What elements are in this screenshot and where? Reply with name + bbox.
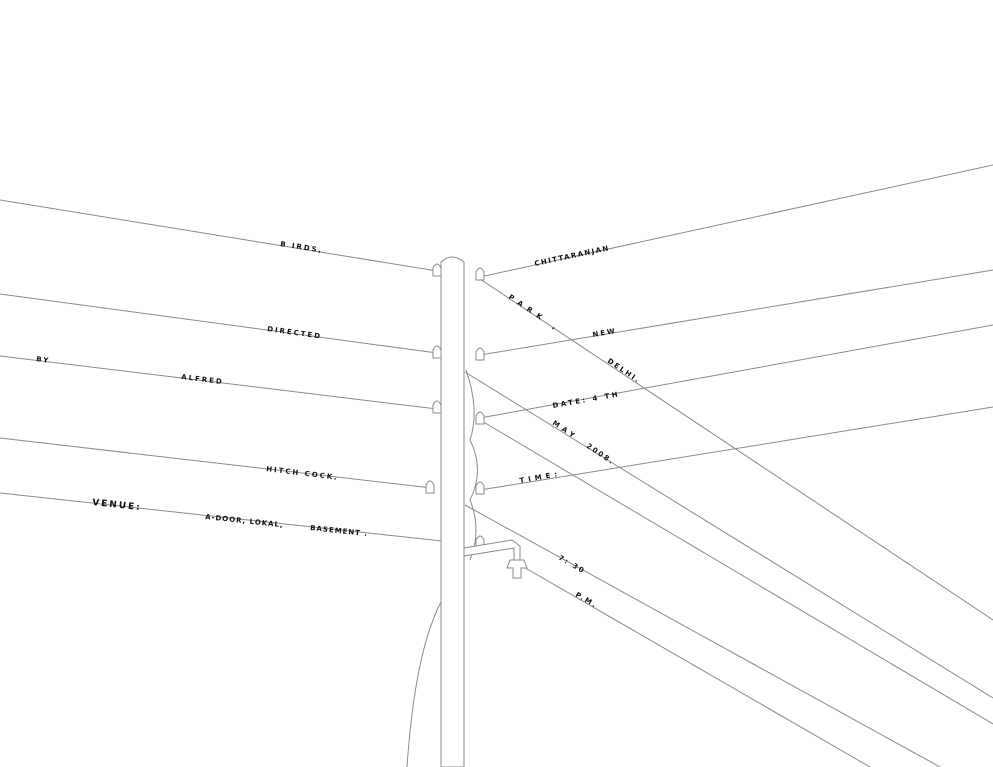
wires	[0, 164, 993, 767]
basement-word: BASEMENT .	[310, 524, 369, 538]
new-word: NEW	[592, 327, 617, 339]
by-word: BY	[36, 355, 51, 365]
wire-left-2	[0, 293, 438, 354]
wire-diag-4	[464, 504, 941, 767]
year-word: 2008.	[585, 442, 616, 467]
wire-diag-3	[479, 419, 993, 725]
birds-word: B IRDS,	[280, 240, 324, 255]
support-cable	[406, 599, 443, 767]
wire-left-3	[0, 355, 438, 410]
wire-right-2	[479, 269, 993, 356]
directed-word: DIRECTED	[267, 325, 323, 341]
alfred-word: ALFRED	[181, 373, 224, 386]
wire-right-1	[479, 164, 993, 278]
chittaranjan-word: CHITTARANJAN	[534, 244, 611, 268]
bird-lettering: B IRDS, DIRECTED BY ALFRED HITCH COCK. V…	[36, 240, 642, 610]
pole-jumper	[465, 369, 478, 561]
lamp-fixture	[506, 559, 528, 579]
may-word: MAY	[551, 419, 579, 442]
wire-right-3	[479, 324, 993, 419]
crossarm-bracket	[463, 539, 521, 561]
pm-word: P.M.	[574, 591, 599, 610]
park-word: PARK ,	[507, 293, 563, 334]
wire-left-5	[0, 492, 443, 542]
date-word: DATE: 4 TH	[552, 390, 621, 410]
time-word: TIME:	[519, 470, 562, 485]
wire-diag-1	[479, 278, 993, 621]
wire-diag-2	[464, 371, 993, 699]
utility-pole	[425, 256, 528, 767]
wire-right-4	[479, 406, 993, 491]
wire-diag-5	[514, 561, 871, 767]
venue-name-word: A-DOOR, LOKAL,	[205, 513, 284, 529]
venue-word: VENUE:	[92, 498, 142, 513]
clock-word: 7: 30	[557, 554, 587, 576]
delhi-word: DELHI.	[606, 357, 642, 385]
hitchcock-word: HITCH COCK.	[266, 465, 339, 482]
wire-left-1	[0, 199, 438, 272]
wire-left-4	[0, 437, 433, 489]
